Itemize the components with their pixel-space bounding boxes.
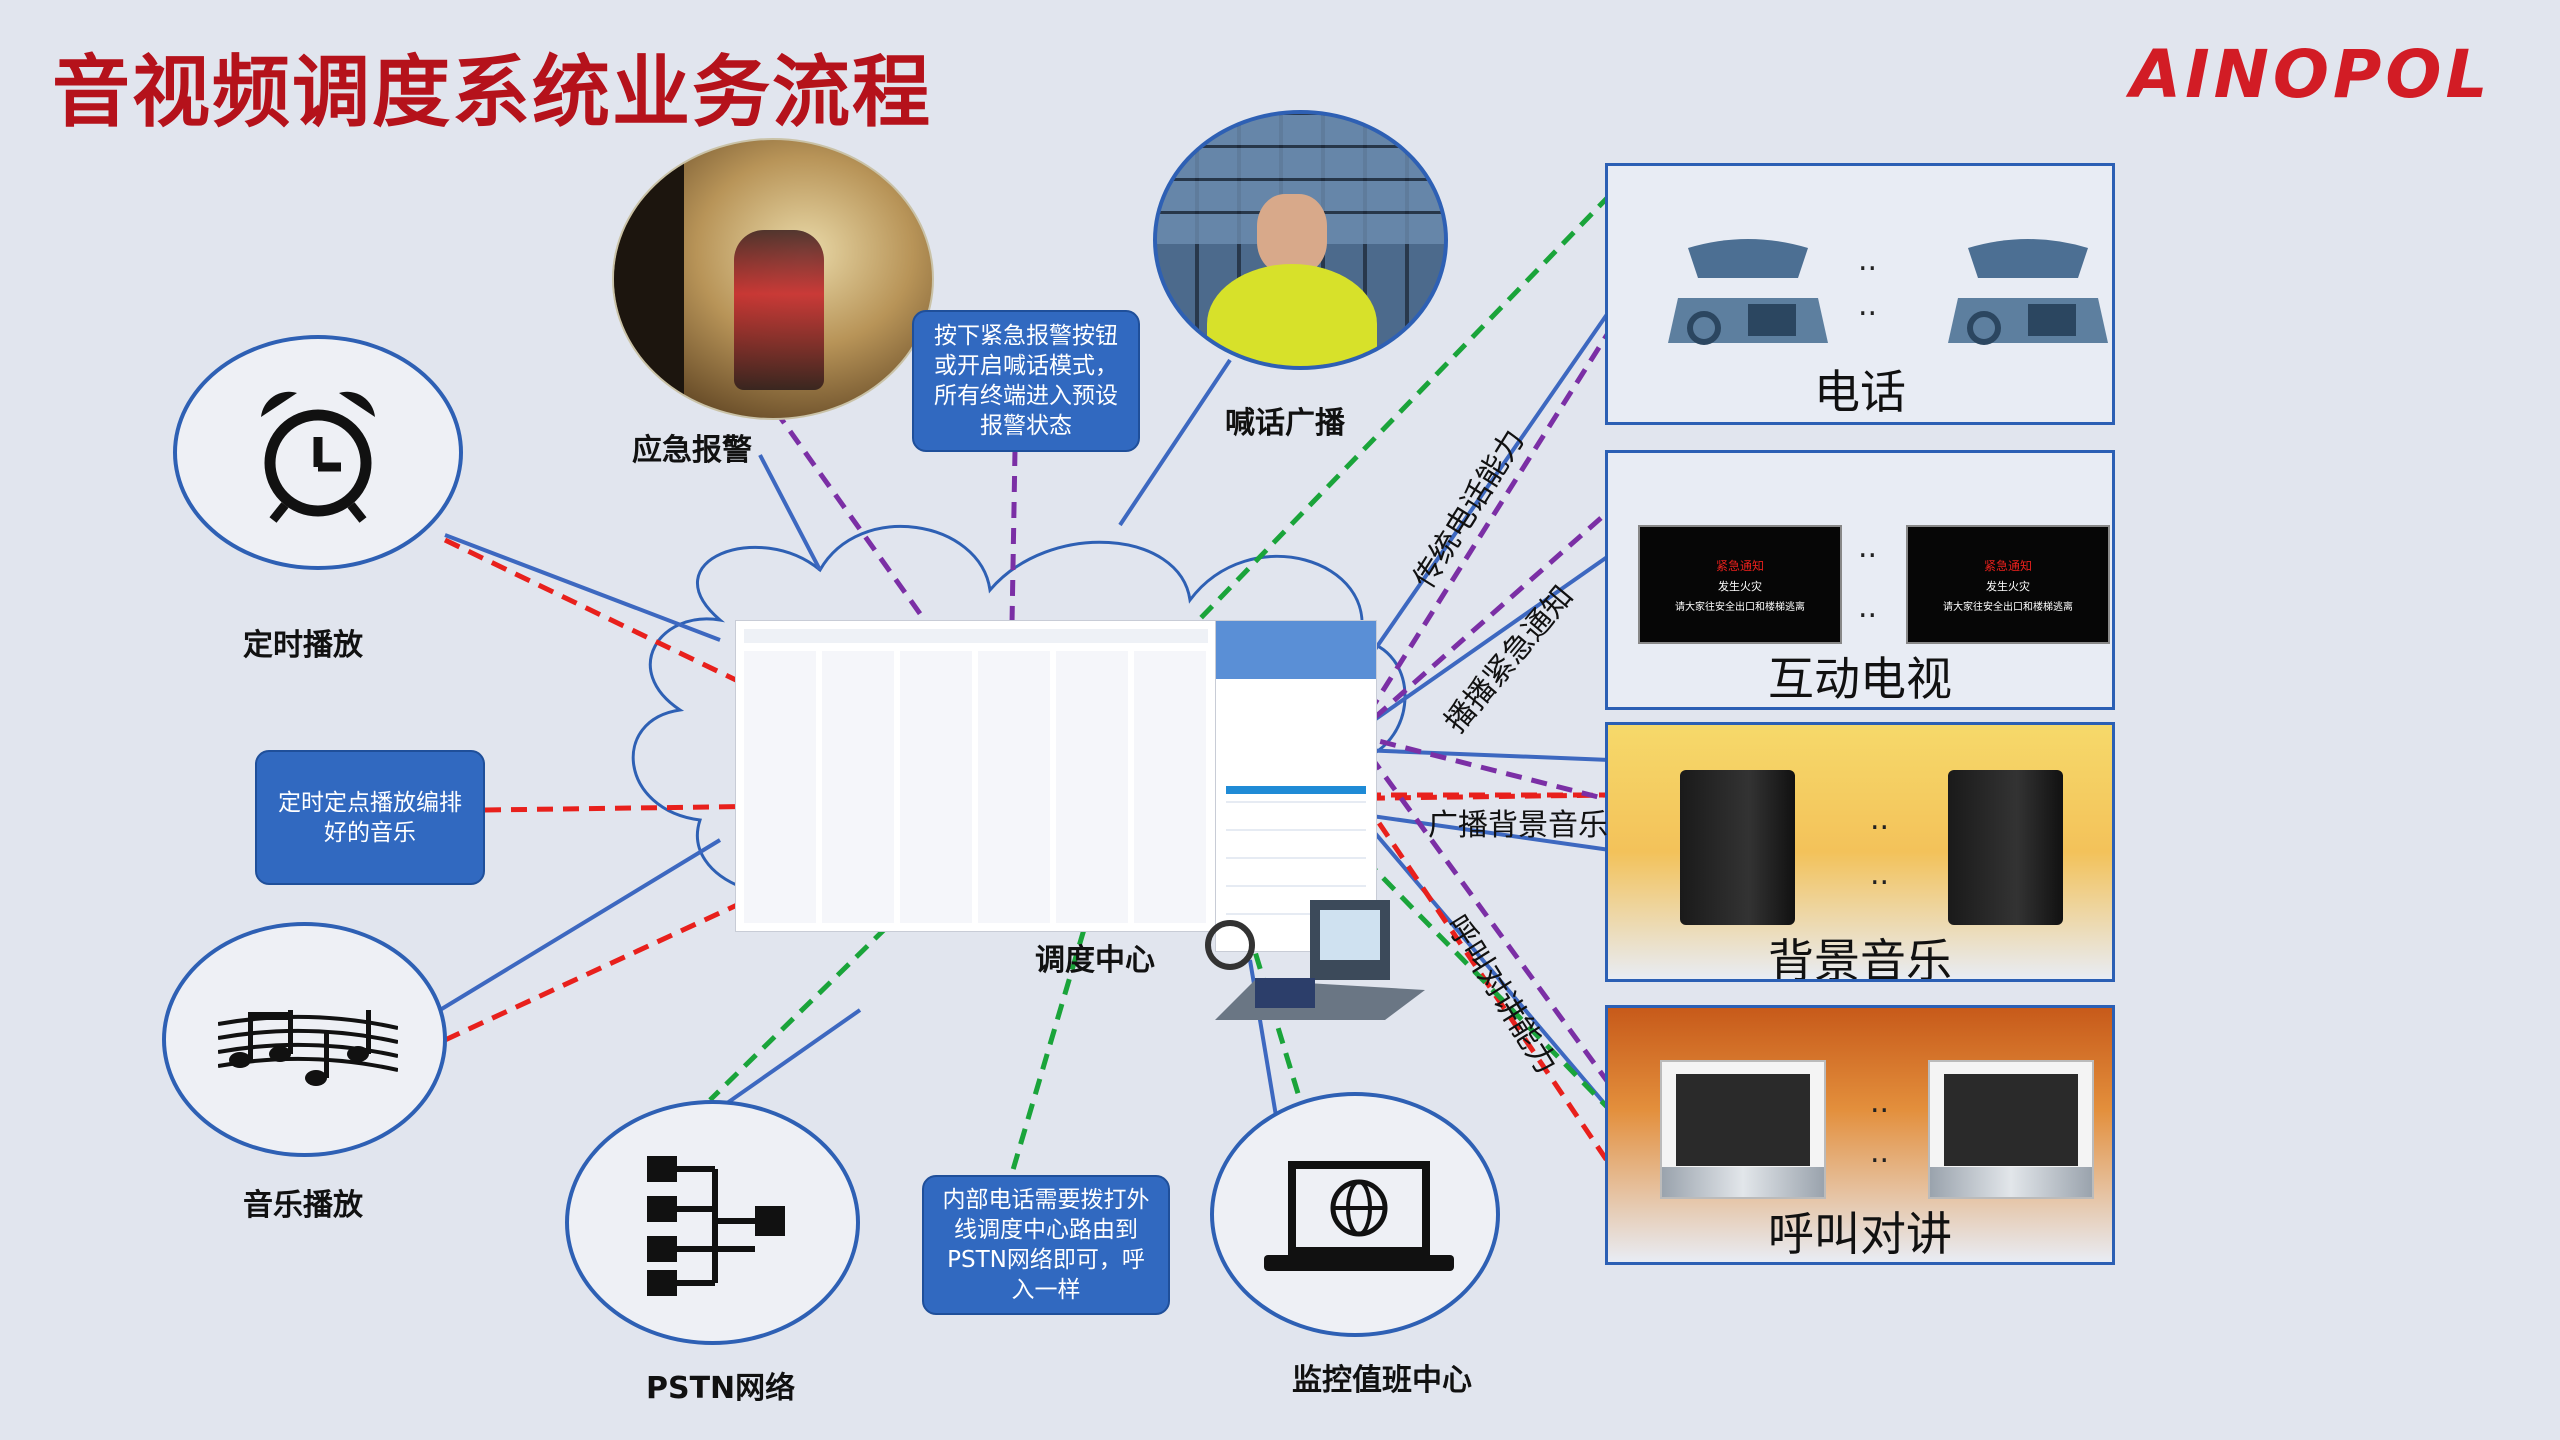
tv-line-2: 请大家往安全出口和楼梯逃离 [1675,602,1805,613]
telephone-icon [1948,239,2108,345]
music-play-label: 音乐播放 [243,1188,363,1223]
ellipsis-text: .. [1870,857,1890,892]
ellipsis-text: .. [1858,288,1878,323]
music-notes-icon [218,1010,398,1086]
intercom-panel-label: 呼叫对讲 [1768,1207,1952,1261]
pstn-label: PSTN网络 [646,1371,796,1406]
emergency-alarm-photo [612,138,934,420]
dispatch-screen [735,620,1217,932]
tv-screen: 紧急通知 发生火灾 请大家往安全出口和楼梯逃离 [1906,525,2110,644]
alarm-note: 按下紧急报警按钮或开启喊话模式，所有终端进入预设报警状态 [912,310,1140,452]
pstn-node[interactable] [565,1100,860,1345]
telephone-icon [1668,239,1828,345]
phone-app-screen [1215,620,1377,952]
desk-phone-icon [1205,900,1425,1020]
ellipsis-text: .. [1870,802,1890,837]
alarm-clock-icon [261,391,375,523]
intercom-device-icon [1928,1060,2094,1199]
tv-headline: 紧急通知 [1715,559,1764,573]
page-title: 音视频调度系统业务流程 [52,48,933,138]
tv-line-1: 发生火灾 [1718,580,1762,593]
schedule-note: 定时定点播放编排好的音乐 [255,750,485,885]
bgm-panel-label: 背景音乐 [1768,934,1952,982]
speaker-icon [1680,770,1795,925]
bgm-panel[interactable]: .. .. 背景音乐 [1605,722,2115,982]
phone-panel-label: 电话 [1814,365,1906,419]
shout-broadcast-label: 喊话广播 [1225,406,1345,441]
monitor-center-node[interactable] [1210,1092,1500,1337]
timed-play-node[interactable] [173,335,463,570]
tv-headline: 紧急通知 [1983,559,2032,573]
ellipsis-text: .. [1858,590,1878,625]
bgm-broadcast-label: 广播背景音乐 [1428,808,1608,843]
laptop-globe-icon [1264,1161,1454,1271]
phone-panel[interactable]: .. .. 电话 [1605,163,2115,425]
tv-screen: 紧急通知 发生火灾 请大家往安全出口和楼梯逃离 [1638,525,1842,644]
tv-panel-label: 互动电视 [1768,652,1952,706]
ellipsis-text: .. [1870,1135,1890,1170]
timed-play-label: 定时播放 [243,628,363,663]
brand-logo: AINOPOL [2130,36,2492,113]
tv-line-1: 发生火灾 [1986,580,2030,593]
tv-panel[interactable]: 紧急通知 发生火灾 请大家往安全出口和楼梯逃离 紧急通知 发生火灾 请大家往安全… [1605,450,2115,710]
monitor-center-label: 监控值班中心 [1292,1363,1472,1398]
ellipsis-text: .. [1858,243,1878,278]
network-tree-icon [647,1156,785,1296]
music-play-node[interactable] [162,922,447,1157]
shout-broadcast-photo [1153,110,1448,370]
speaker-icon [1948,770,2063,925]
intercom-panel[interactable]: .. .. 呼叫对讲 [1605,1005,2115,1265]
tv-line-2: 请大家往安全出口和楼梯逃离 [1943,602,2073,613]
emergency-alarm-label: 应急报警 [632,433,752,468]
ellipsis-text: .. [1870,1085,1890,1120]
pstn-note: 内部电话需要拨打外线调度中心路由到PSTN网络即可，呼入一样 [922,1175,1170,1315]
ellipsis-text: .. [1858,530,1878,565]
dispatch-center-label: 调度中心 [1035,943,1155,978]
intercom-device-icon [1660,1060,1826,1199]
